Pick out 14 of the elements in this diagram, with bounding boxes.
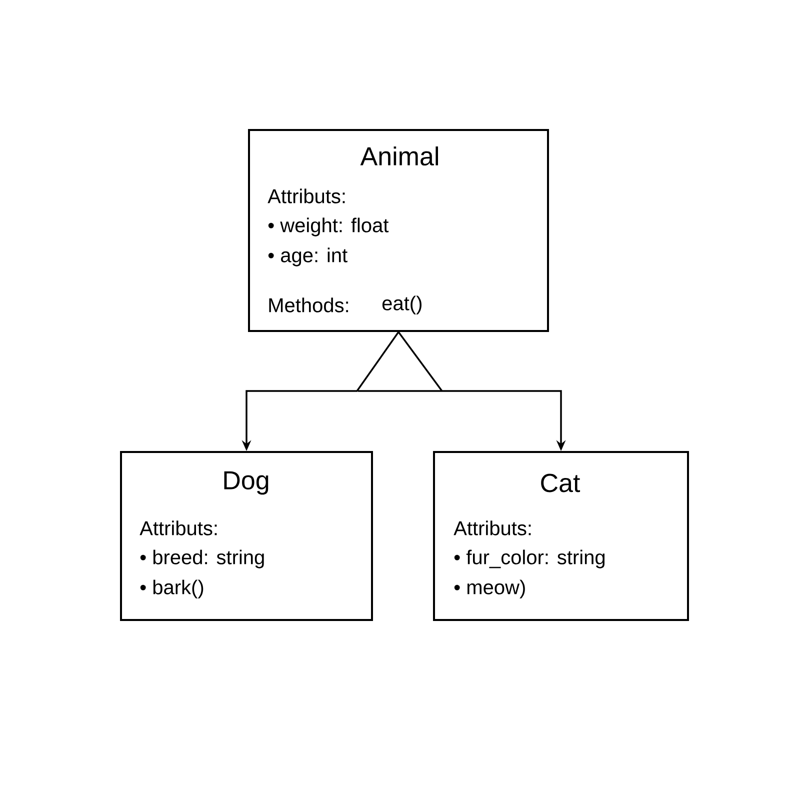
member-text: eat() [382, 296, 422, 314]
class-name: Cat [541, 474, 580, 492]
member-text: Attributs: [454, 520, 531, 536]
member-text: • age: int [268, 248, 348, 266]
class-name: Animal [360, 146, 438, 166]
member-text: • fur_color: string [454, 550, 605, 568]
member-text: Attributs: [140, 520, 217, 536]
member-text: • bark() [140, 580, 204, 598]
member-text: • weight: float [268, 218, 389, 236]
member-text: Attributs: [268, 188, 345, 204]
class-name: Dog [224, 471, 268, 495]
member-text: • meow) [454, 580, 525, 598]
member-text: • breed: string [140, 550, 264, 568]
member-text: Methods: [269, 298, 348, 312]
